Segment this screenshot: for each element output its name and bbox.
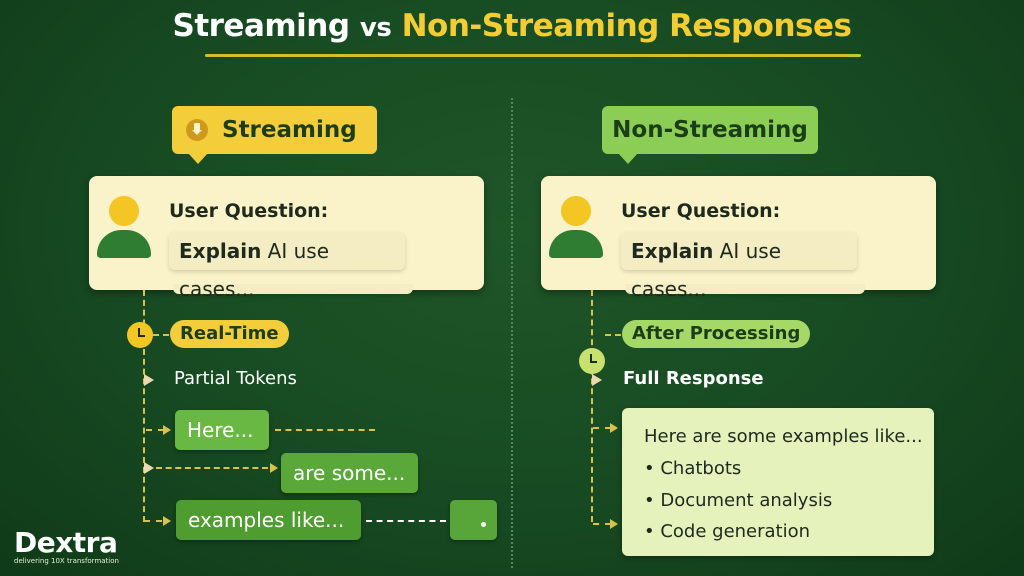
real-time-tag: Real-Time <box>170 320 289 348</box>
full-response-label: Full Response <box>623 368 764 389</box>
user-avatar-head <box>561 196 591 226</box>
timeline-connector <box>153 334 169 336</box>
response-item: Code generation <box>644 521 810 542</box>
cursor-dot <box>481 522 486 527</box>
token-connector <box>146 429 164 431</box>
token-bubble: are some... <box>281 453 418 493</box>
title-underline <box>205 54 861 57</box>
streaming-header-label: Streaming <box>222 117 357 143</box>
cursor-bubble <box>450 500 497 540</box>
response-connector <box>593 523 611 525</box>
download-icon <box>186 119 208 141</box>
after-processing-tag: After Processing <box>622 320 811 348</box>
play-arrow-icon <box>144 462 154 474</box>
non-streaming-header: Non-Streaming <box>602 106 818 164</box>
arrow-right-icon <box>163 425 171 435</box>
non-streaming-question-card: User Question: Explain AI use cases... <box>541 176 936 301</box>
page-title: Streaming vs Non-Streaming Responses <box>0 8 1024 44</box>
timeline-connector <box>605 334 621 336</box>
arrow-right-icon <box>610 519 618 529</box>
play-arrow-icon <box>144 374 154 386</box>
brand-tagline: delivering 10X transformation <box>14 557 119 565</box>
play-arrow-icon <box>592 374 602 386</box>
non-streaming-header-label: Non-Streaming <box>612 117 808 143</box>
clock-icon <box>579 348 605 374</box>
question-label: User Question: <box>621 200 781 222</box>
token-trail <box>275 429 375 431</box>
arrow-right-icon <box>610 423 618 433</box>
streaming-header: Streaming <box>172 106 377 164</box>
clock-icon <box>127 322 153 348</box>
streaming-trail <box>366 520 446 522</box>
response-item: Chatbots <box>644 458 741 479</box>
title-part-streaming: Streaming <box>172 8 351 44</box>
question-label: User Question: <box>169 200 329 222</box>
question-stack-shadow <box>625 284 865 294</box>
response-item: Document analysis <box>644 490 832 511</box>
title-part-vs: vs <box>359 13 392 43</box>
full-response-card: Here are some examples like... Chatbots … <box>622 408 934 556</box>
token-bubble: Here... <box>175 410 269 450</box>
response-connector <box>593 427 611 429</box>
non-streaming-timeline <box>591 290 593 522</box>
center-divider <box>511 98 513 568</box>
title-part-non-streaming: Non-Streaming Responses <box>401 8 852 44</box>
streaming-timeline <box>143 290 145 522</box>
user-avatar-body <box>97 230 151 258</box>
streaming-question-card: User Question: Explain AI use cases... <box>89 176 484 301</box>
question-text: Explain AI use cases... <box>621 232 857 301</box>
user-avatar-head <box>109 196 139 226</box>
token-connector <box>144 520 162 522</box>
question-stack-shadow <box>173 284 413 294</box>
question-text: Explain AI use cases... <box>169 232 405 301</box>
arrow-right-icon <box>270 463 278 473</box>
user-avatar-body <box>549 230 603 258</box>
partial-tokens-label: Partial Tokens <box>174 368 297 389</box>
arrow-right-icon <box>163 516 171 526</box>
token-bubble: examples like... <box>176 500 361 540</box>
token-connector <box>156 467 268 469</box>
brand-logo: Dextra <box>14 526 118 559</box>
response-intro: Here are some examples like... <box>644 426 923 447</box>
